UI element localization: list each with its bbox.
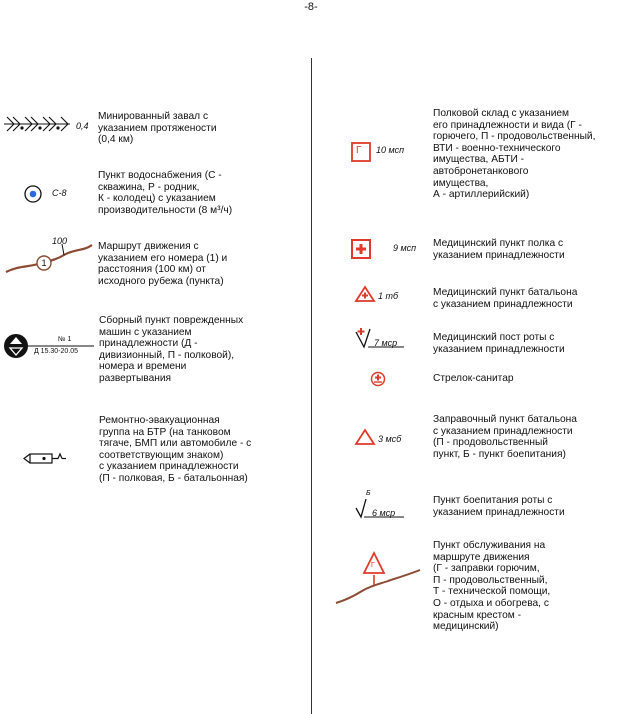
medical-point-unit-label: 9 мсп (393, 243, 417, 253)
water-supply-point-icon (23, 184, 43, 204)
page-number: -8- (304, 1, 318, 13)
column-divider (311, 58, 312, 714)
medical-post-unit-label: 7 мср (374, 338, 398, 348)
company-ammo-supply-point-icon (354, 496, 408, 520)
movement-route-description: Маршрут движения с указанием его номера … (98, 241, 228, 287)
company-ammo-supply-description: Пункт боепитания роты с указанием принад… (433, 495, 565, 518)
route-service-point-description: Пункт обслуживания на маршруте движения … (433, 540, 551, 633)
route-service-point-icon (332, 548, 422, 608)
route-distance-label: 100 (52, 236, 68, 246)
damaged-vehicles-collection-point-icon (2, 332, 96, 362)
mined-obstacle-description: Минированный завал с указанием протяжено… (98, 111, 217, 146)
battalion-refuel-point-icon (354, 428, 376, 446)
regimental-medical-point-description: Медицинский пункт полка с указанием прин… (433, 238, 565, 261)
regimental-medical-point-icon (350, 238, 372, 260)
ammo-point-unit-label: 6 мср (372, 508, 396, 518)
collection-point-description: Сборный пункт поврежденных машин с указа… (99, 315, 244, 384)
collection-point-number-label: № 1 (58, 336, 72, 343)
route-number-marker: 1 (41, 258, 47, 268)
battalion-medical-unit-label: 1 тб (378, 291, 399, 301)
rifleman-medic-description: Стрелок-санитар (433, 373, 514, 384)
battalion-refuel-point-description: Заправочный пункт батальона с указанием … (433, 414, 577, 460)
depot-type-marker: Г (356, 145, 362, 156)
service-point-type-marker: Г (371, 562, 375, 569)
regimental-depot-icon (350, 141, 372, 163)
depot-unit-label: 10 мсп (376, 145, 405, 155)
battalion-medical-point-icon (354, 285, 376, 303)
movement-route-icon (4, 236, 94, 276)
battalion-medical-point-description: Медицинский пункт батальона с указанием … (433, 287, 578, 310)
obstacle-length-label: 0,4 (76, 121, 89, 131)
company-medical-post-icon (354, 326, 408, 350)
refuel-point-unit-label: 3 мсб (378, 434, 402, 444)
company-medical-post-description: Медицинский пост роты с указанием принад… (433, 332, 565, 355)
water-supply-description: Пункт водоснабжения (С - скважина, Р - р… (98, 170, 233, 216)
repair-evacuation-group-icon (22, 448, 68, 470)
ammo-point-marker: Б (366, 490, 371, 497)
mined-obstacle-icon (4, 114, 76, 134)
rifleman-medic-icon (370, 371, 386, 387)
regimental-depot-description: Полковой склад с указанием его принадлеж… (433, 108, 596, 201)
collection-point-time-label: Д 15.30-20.05 (34, 348, 79, 355)
water-point-label: С-8 (52, 188, 67, 198)
repair-evacuation-description: Ремонтно-эвакуационная группа на БТР (на… (99, 415, 252, 484)
